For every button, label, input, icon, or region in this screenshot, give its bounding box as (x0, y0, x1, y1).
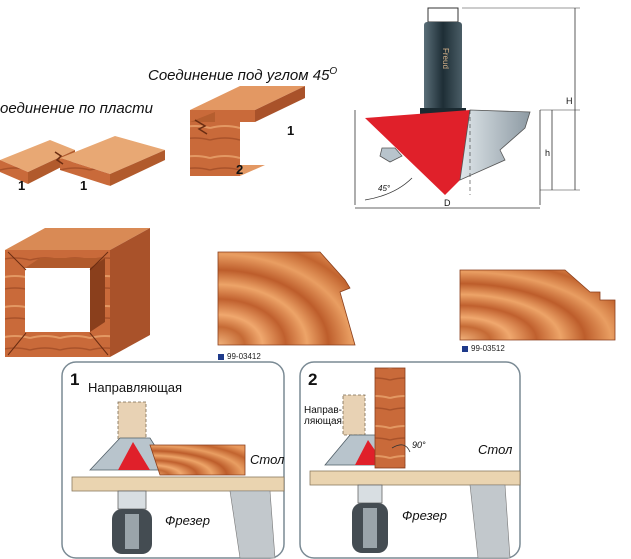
face-part-b-label: 1 (80, 178, 88, 193)
profile-code-2-text: 99-03512 (471, 344, 505, 353)
corner-joint-diagram (190, 86, 305, 176)
panel-2-router-label: Фрезер (402, 508, 448, 523)
panel-2-guide-label: Направ- ляющая (304, 405, 342, 427)
dim-h-label: h (545, 148, 551, 158)
panel-1 (61, 361, 285, 559)
svg-text:Freud: Freud (441, 48, 450, 69)
router-bit-diagram: Freud (354, 7, 580, 209)
corner-part-1-label: 1 (287, 123, 295, 138)
profile-code-2: 99-03512 (462, 344, 505, 353)
dim-D-label: D (444, 198, 451, 208)
cutter-angle-label: 45° (378, 184, 391, 193)
panel-2-guide-line1: Направ- (304, 405, 342, 416)
panel-1-guide-label: Направляющая (88, 380, 183, 395)
profile-code-1: 99-03412 (218, 352, 261, 361)
corner-joint-degree: O (329, 66, 338, 77)
corner-joint-text: Соединение под углом 45 (148, 67, 330, 84)
panel-1-router-label: Фрезер (165, 513, 211, 528)
profile-99-03412-diagram (217, 251, 356, 346)
panel-2-number: 2 (308, 370, 318, 389)
corner-part-2-label: 2 (236, 162, 244, 177)
code-marker-icon (462, 345, 468, 352)
corner-joint-title: Соединение под углом 45O (148, 66, 337, 84)
panel-2-guide-line2: ляющая (304, 416, 342, 427)
face-part-a-label: 1 (18, 178, 26, 193)
panel-2 (299, 361, 521, 559)
panel-2-angle-label: 90° (412, 440, 426, 450)
panel-1-table-label: Стол (250, 452, 285, 467)
panel-2-table-label: Стол (478, 442, 513, 457)
box-diagram (5, 228, 150, 357)
face-joint-diagram (0, 136, 165, 186)
dim-H-label: H (566, 96, 573, 106)
profile-code-1-text: 99-03412 (227, 352, 261, 361)
panel-1-number: 1 (70, 370, 80, 389)
profile-99-03512-diagram (459, 269, 616, 341)
face-joint-title: оединение по пласти (0, 100, 154, 117)
code-marker-icon (218, 353, 224, 360)
